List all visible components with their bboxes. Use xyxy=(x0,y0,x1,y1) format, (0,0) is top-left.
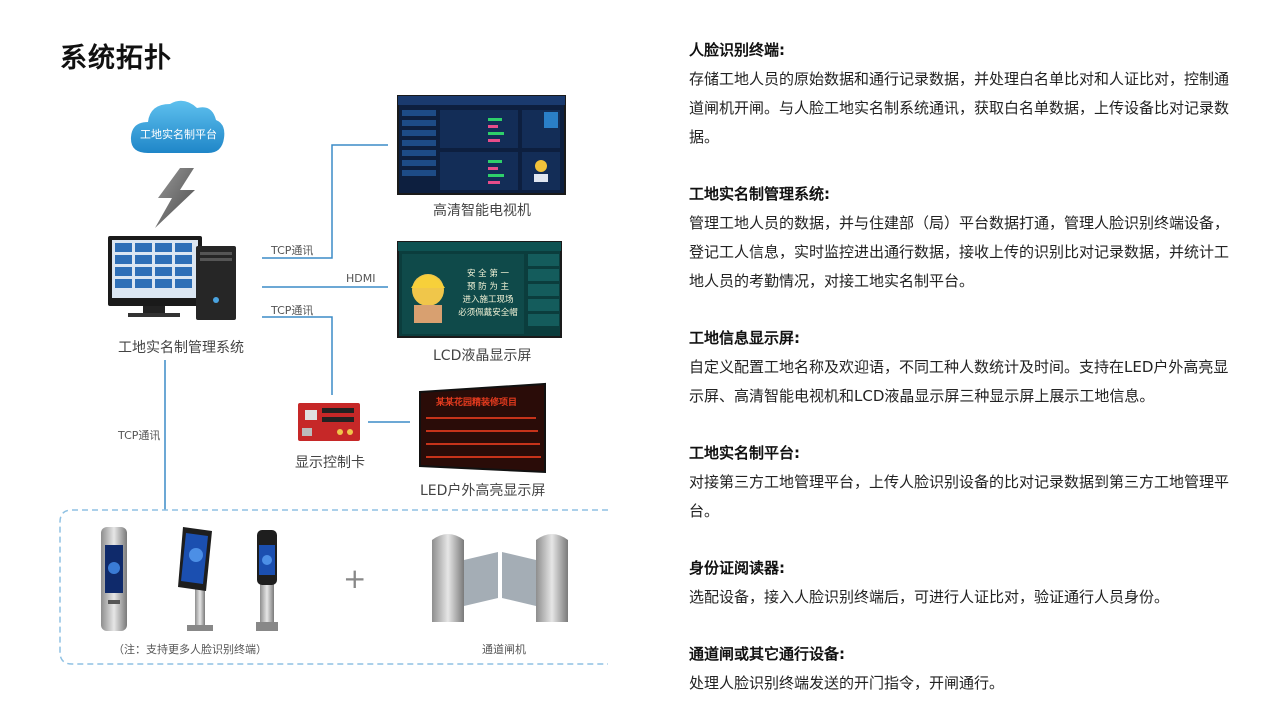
terminal-group-box xyxy=(59,509,608,665)
section-body: 处理人脸识别终端发送的开门指令，开闸通行。 xyxy=(689,674,1005,692)
section-title: 人脸识别终端: xyxy=(689,41,785,59)
section-face-terminal: 人脸识别终端: 存储工地人员的原始数据和通行记录数据，并处理白名单比对和人证比对… xyxy=(689,36,1234,152)
section-title: 工地信息显示屏: xyxy=(689,329,800,347)
gate-label: 通道闸机 xyxy=(482,643,526,656)
terminals-note: （注：支持更多人脸识别终端） xyxy=(113,643,267,656)
topology-diagram: 工地实名制平台 工地实名制管理系统 高清智能电视机 LCD液晶显示屏 显示控制卡… xyxy=(0,0,640,711)
page-title: 系统拓扑 xyxy=(60,43,172,74)
section-body: 自定义配置工地名称及欢迎语，不同工种人数统计及时间。支持在LED户外高亮显示屏、… xyxy=(689,358,1229,405)
hdmi-label: HDMI xyxy=(346,272,376,285)
card-label: 显示控制卡 xyxy=(295,455,365,471)
section-gate: 通道闸或其它通行设备: 处理人脸识别终端发送的开门指令，开闸通行。 xyxy=(689,640,1234,698)
section-body: 管理工地人员的数据，并与住建部（局）平台数据打通，管理人脸识别终端设备，登记工人… xyxy=(689,214,1230,290)
turnstile-gate-icon xyxy=(432,534,568,622)
section-title: 工地实名制管理系统: xyxy=(689,185,830,203)
section-info-display: 工地信息显示屏: 自定义配置工地名称及欢迎语，不同工种人数统计及时间。支持在LE… xyxy=(689,324,1234,411)
hd-tv-screen xyxy=(397,95,566,195)
lcd-line-4: 必须佩戴安全帽 xyxy=(458,308,518,318)
lcd-line-2: 预 防 为 主 xyxy=(466,282,510,292)
connection-lines xyxy=(164,144,410,510)
topology-svg xyxy=(59,95,608,665)
plus-sign: + xyxy=(343,562,367,595)
lightning-icon xyxy=(155,168,195,228)
section-id-reader: 身份证阅读器: 选配设备，接入人脸识别终端后，可进行人证比对，验证通行人员身份。 xyxy=(689,554,1234,612)
face-terminal-2 xyxy=(178,527,213,631)
section-title: 身份证阅读器: xyxy=(689,559,785,577)
lcd-label: LCD液晶显示屏 xyxy=(433,348,532,364)
tcp-label-terminals: TCP通讯 xyxy=(118,429,161,442)
section-body: 对接第三方工地管理平台，上传人脸识别设备的比对记录数据到第三方工地管理平台。 xyxy=(689,473,1230,520)
control-card-icon xyxy=(298,403,360,441)
section-body: 存储工地人员的原始数据和通行记录数据，并处理白名单比对和人证比对，控制通道闸机开… xyxy=(689,70,1230,146)
section-management-system: 工地实名制管理系统: 管理工地人员的数据，并与住建部（局）平台数据打通，管理人脸… xyxy=(689,180,1234,296)
face-terminal-3 xyxy=(256,530,278,631)
tcp-label-card: TCP通讯 xyxy=(271,304,314,317)
tv-label: 高清智能电视机 xyxy=(433,203,531,219)
led-board xyxy=(419,382,546,474)
lcd-line-3: 进入施工现场 xyxy=(462,295,514,305)
lcd-screen-text: 安 全 第 一 预 防 为 主 进入施工现场 必须佩戴安全帽 xyxy=(455,268,521,320)
cloud-label: 工地实名制平台 xyxy=(140,128,217,141)
cloud-icon xyxy=(130,100,225,153)
section-body: 选配设备，接入人脸识别终端后，可进行人证比对，验证通行人员身份。 xyxy=(689,588,1170,606)
led-label: LED户外高亮显示屏 xyxy=(420,483,546,499)
section-platform: 工地实名制平台: 对接第三方工地管理平台，上传人脸识别设备的比对记录数据到第三方… xyxy=(689,439,1234,526)
section-title: 通道闸或其它通行设备: xyxy=(689,645,845,663)
tcp-label-tv: TCP通讯 xyxy=(271,244,314,257)
lcd-screen xyxy=(397,241,562,338)
lcd-line-1: 安 全 第 一 xyxy=(466,269,510,279)
led-screen-title: 某某花园精装修项目 xyxy=(436,398,518,408)
server-label: 工地实名制管理系统 xyxy=(118,340,244,356)
computer-icon xyxy=(108,236,236,320)
section-title: 工地实名制平台: xyxy=(689,444,800,462)
description-panel: 人脸识别终端: 存储工地人员的原始数据和通行记录数据，并处理白名单比对和人证比对… xyxy=(689,36,1234,726)
face-terminal-1 xyxy=(101,527,127,631)
